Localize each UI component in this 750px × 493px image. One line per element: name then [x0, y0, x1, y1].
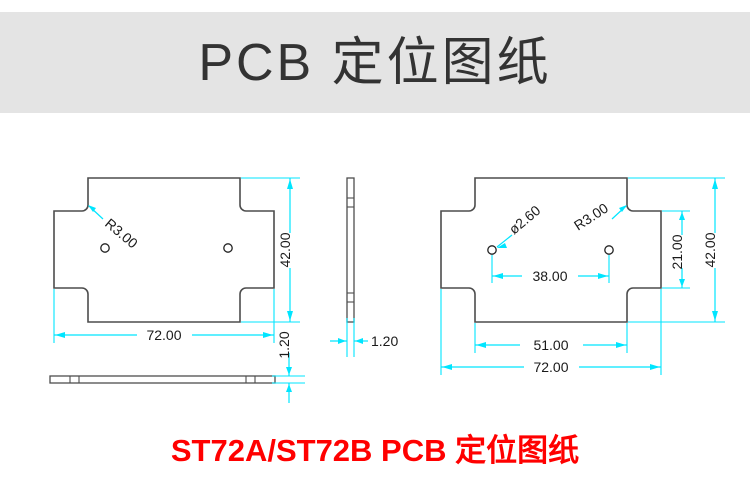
side-view-vertical: 1.20 [330, 177, 398, 357]
technical-drawing-area: R3.00 42.00 [0, 113, 750, 423]
side-profile-vertical [346, 177, 355, 323]
dim-height-left: 42.00 [277, 232, 293, 267]
mounting-hole-left-1 [100, 243, 110, 253]
dim-thickness-vertical: 1.20 [371, 333, 398, 349]
dim-radius-right: R3.00 [571, 200, 611, 234]
mounting-hole-left-2 [223, 243, 233, 253]
mounting-hole-right-1 [487, 245, 497, 255]
front-view-left: R3.00 42.00 [53, 177, 300, 343]
dim-thickness-horizontal-group: 1.20 [272, 331, 305, 403]
dim-width-left-group: 72.00 [53, 289, 275, 343]
radius-callout-left: R3.00 [88, 205, 141, 251]
radius-callout-right: R3.00 [571, 200, 627, 234]
dim-total-width-group: 72.00 [440, 289, 662, 375]
dim-hole-spacing: 38.00 [532, 268, 567, 284]
dim-hole-diameter: ø2.60 [506, 202, 544, 237]
page-title: PCB 定位图纸 [198, 33, 552, 92]
dim-notch-span-group: 51.00 [474, 323, 628, 353]
dim-thickness-horizontal: 1.20 [276, 331, 292, 358]
front-view-right: ø2.60 R3.00 38.00 [440, 177, 725, 375]
hole-diameter-callout: ø2.60 [496, 202, 544, 248]
drawing-svg: R3.00 42.00 [49, 177, 725, 403]
dim-hole-spacing-group: 38.00 [491, 255, 610, 284]
pcb-outline-right [440, 177, 662, 323]
drawing-caption: ST72A/ST72B PCB 定位图纸 [170, 433, 580, 468]
dim-height-left-group: 42.00 [241, 177, 300, 323]
dim-thickness-vertical-group: 1.20 [330, 318, 398, 357]
dim-inner-height-group: 21.00 [662, 210, 690, 289]
side-view-horizontal: 1.20 [49, 331, 305, 403]
pcb-outline-left [53, 177, 275, 323]
mounting-hole-right-2 [604, 245, 614, 255]
side-profile-horizontal [49, 375, 276, 384]
dim-width-left: 72.00 [146, 327, 181, 343]
dim-total-width-right: 72.00 [533, 359, 568, 375]
dim-inner-height: 21.00 [669, 234, 685, 269]
dim-total-height-right: 42.00 [702, 232, 718, 267]
dim-total-height-group: 42.00 [628, 177, 725, 323]
dim-notch-span: 51.00 [533, 337, 568, 353]
header-banner: PCB 定位图纸 [0, 12, 750, 113]
